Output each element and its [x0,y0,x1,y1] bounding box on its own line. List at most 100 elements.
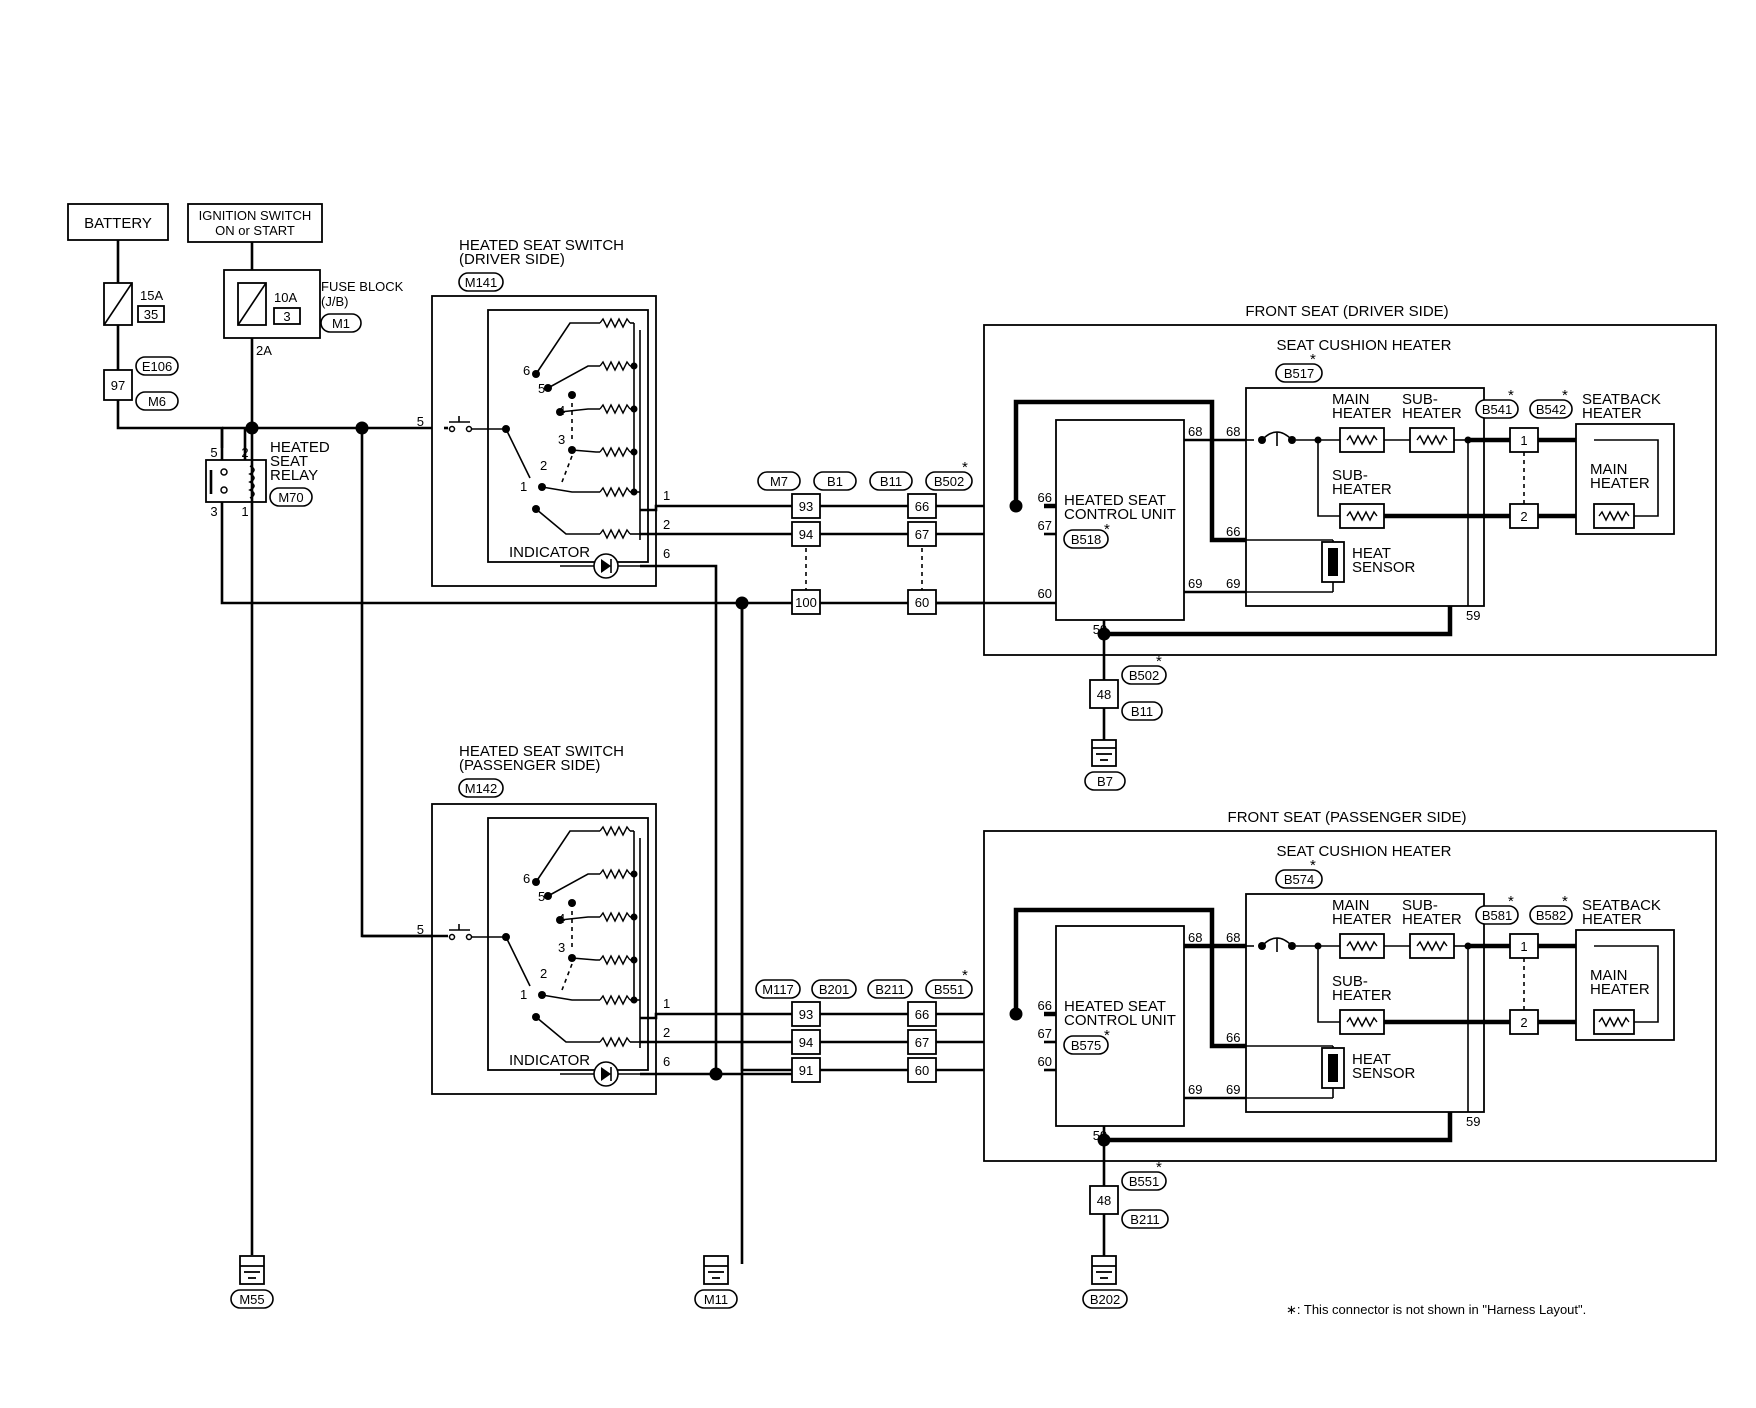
passenger-sw-pin-2: 2 [663,1025,670,1040]
driver-switch-pin-5: 5 [417,414,424,429]
fuse-10a-number: 3 [283,309,290,324]
driver-pos-1: 1 [520,479,527,494]
passenger-junction-2: 2 [1520,1015,1527,1030]
passenger-cu-pin-66: 66 [1038,998,1052,1013]
connector-m1: M1 [332,316,350,331]
passenger-indicator-label: INDICATOR [509,1052,590,1069]
driver-switch-title-1: HEATED SEAT SWITCH [459,237,624,254]
fuse-block-label-1: FUSE BLOCK [321,279,404,294]
driver-sub-heater-1: SUB- [1402,391,1438,408]
driver-pos-5: 5 [538,381,545,396]
driver-cu-label-2: CONTROL UNIT [1064,506,1176,523]
passenger-main-heater-2: HEATER [1332,911,1392,928]
driver-harness-asterisk: * [962,459,968,476]
passenger-h-pin-69: 69 [1226,1082,1240,1097]
passenger-heat-sensor-1: HEAT [1352,1051,1391,1068]
driver-seatback-2: HEATER [1582,405,1642,422]
relay-pin-5: 5 [210,445,217,460]
connector-m141: M141 [465,275,498,290]
passenger-pos-6: 6 [523,871,530,886]
driver-main-heater-2: HEATER [1332,405,1392,422]
passenger-pos-1: 1 [520,987,527,1002]
connector-m70: M70 [278,490,303,505]
ground-b202-label: B202 [1090,1292,1120,1307]
pin-97-box [103,369,133,401]
driver-left-pin-3: 100 [795,595,817,610]
passenger-cu-pin-60: 60 [1038,1054,1052,1069]
driver-sb-main-1: MAIN [1590,461,1628,478]
passenger-seatback-2: HEATER [1582,911,1642,928]
driver-sb-main-2: HEATER [1590,475,1650,492]
ground-m11-label: M11 [704,1292,728,1307]
ignition-label-2: ON or START [215,223,295,238]
ground-b551-asterisk: * [1156,1159,1162,1176]
passenger-main-heater-1: MAIN [1332,897,1370,914]
connector-b518: B518 [1071,532,1101,547]
ignition-block: IGNITION SWITCH ON or START 10A 3 FUSE B… [187,203,404,358]
passenger-switch-title-2: (PASSENGER SIDE) [459,757,600,774]
driver-cu-pin-67: 67 [1038,518,1052,533]
b582-asterisk: * [1562,893,1568,910]
driver-cu-pin-66: 66 [1038,490,1052,505]
driver-sw-pin-6: 6 [663,546,670,561]
passenger-left-pin-3: 91 [799,1063,813,1078]
b574-asterisk: * [1310,857,1316,874]
ignition-label-1: IGNITION SWITCH [199,208,312,223]
passenger-pos-2: 2 [540,966,547,981]
passenger-cu-pin-68: 68 [1188,930,1202,945]
passenger-heat-sensor-2: SENSOR [1352,1065,1416,1082]
pin-2a: 2A [256,343,272,358]
passenger-right-pin-2: 67 [915,1035,929,1050]
passenger-cushion-heater-box [1245,893,1485,1113]
driver-seatback-1: SEATBACK [1582,391,1661,408]
passenger-h-pin-66: 66 [1226,1030,1240,1045]
b517-asterisk: * [1310,351,1316,368]
connector-m142: M142 [465,781,498,796]
pin-97: 97 [111,378,125,393]
ignition-switch-box [187,203,323,243]
passenger-pos-5: 5 [538,889,545,904]
driver-cushion-title: SEAT CUSHION HEATER [1276,337,1451,354]
driver-harness: 1 2 6 M7 B1 B11 B502 * 93 94 100 66 67 6… [640,459,1044,1264]
driver-ground-conn-b11: B11 [1131,704,1153,719]
connector-b201: B201 [819,982,849,997]
passenger-switch-inner [487,817,649,1071]
passenger-ground-pin-48: 48 [1097,1193,1111,1208]
driver-h-pin-66: 66 [1226,524,1240,539]
driver-sw-pin-1: 1 [663,488,670,503]
connector-b11: B11 [880,474,902,489]
driver-sub-heater-2: HEATER [1402,405,1462,422]
passenger-thermal-switch-icon [1258,937,1296,952]
driver-sub2-heater-2: HEATER [1332,481,1392,498]
driver-main-heater-1: MAIN [1332,391,1370,408]
passenger-h-pin-59: 59 [1466,1114,1480,1129]
relay-label-2: SEAT [270,453,308,470]
passenger-cu-label-2: CONTROL UNIT [1064,1012,1176,1029]
passenger-cu-label-1: HEATED SEAT [1064,998,1166,1015]
connector-b581: B581 [1482,908,1512,923]
passenger-pos-4: 4 [558,911,565,926]
passenger-sw-pin-1: 1 [663,996,670,1011]
driver-junction-2: 2 [1520,509,1527,524]
b542-asterisk: * [1562,387,1568,404]
driver-cu-pin-60: 60 [1038,586,1052,601]
driver-right-pin-2: 67 [915,527,929,542]
battery-label: BATTERY [84,215,152,232]
driver-h-pin-59: 59 [1466,608,1480,623]
passenger-seatback-1: SEATBACK [1582,897,1661,914]
passenger-pos-3: 3 [558,940,565,955]
passenger-harness-asterisk: * [962,967,968,984]
driver-right-pin-1: 66 [915,499,929,514]
passenger-sb-main-2: HEATER [1590,981,1650,998]
fuse-15a-rating: 15A [140,288,163,303]
passenger-switch-title-1: HEATED SEAT SWITCH [459,743,624,760]
fuse-block-label-2: (J/B) [321,294,348,309]
passenger-harness: 1 2 6 M117 B201 B211 B551 * 93 94 91 66 … [362,603,1044,1083]
relay-box [205,459,267,503]
connector-b502: B502 [934,474,964,489]
passenger-front-seat: FRONT SEAT (PASSENGER SIDE) SEAT CUSHION… [983,809,1717,1309]
passenger-sub-heater-2: HEATER [1402,911,1462,928]
connector-b575: B575 [1071,1038,1101,1053]
driver-junction-1: 1 [1520,433,1527,448]
